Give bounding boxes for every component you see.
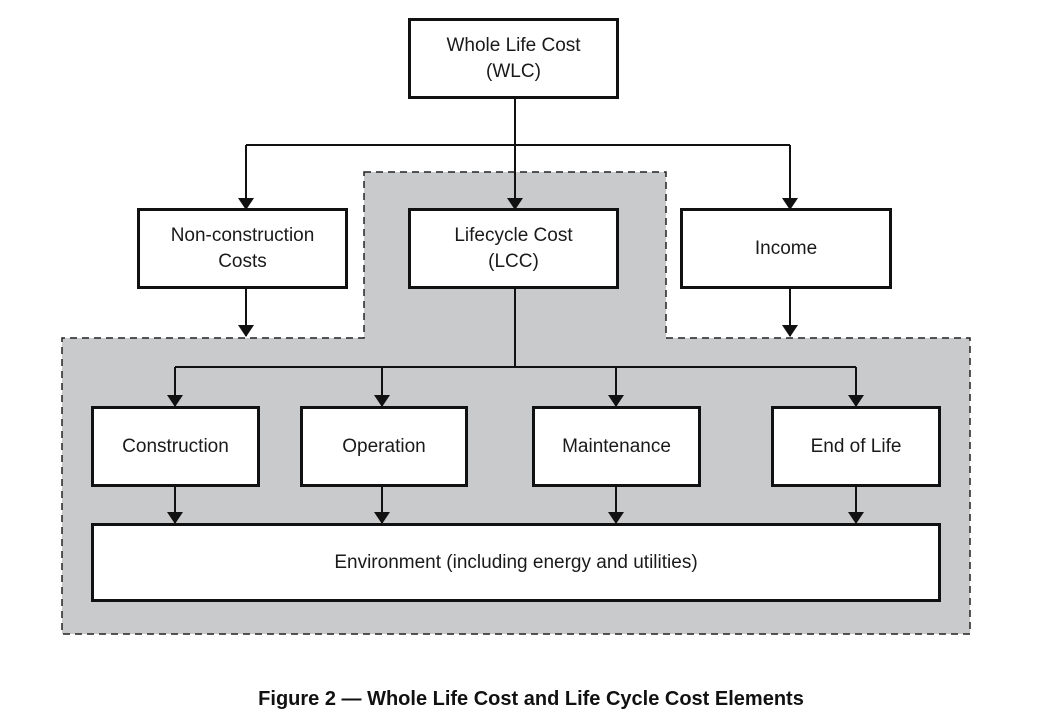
non-construction-costs-box: Non-construction Costs [137,208,348,289]
construction-box: Construction [91,406,260,487]
wlc-connectors [238,97,798,210]
lcc-box: Lifecycle Cost (LCC) [408,208,619,289]
operation-box: Operation [300,406,468,487]
lcc-connectors [167,288,864,407]
end-of-life-label: End of Life [810,435,902,457]
environment-label: Environment (including energy and utilit… [334,551,698,573]
environment-connectors [167,486,864,524]
figure-caption: Figure 2 — Whole Life Cost and Life Cycl… [258,688,804,710]
lcc-label: Lifecycle Cost (LCC) [454,224,573,272]
non-construction-costs-label: Non-construction Costs [170,224,315,272]
region-inflow-connectors [238,288,798,337]
wlc-label: Whole Life Cost (WLC) [446,34,581,82]
maintenance-label: Maintenance [562,435,671,457]
end-of-life-box: End of Life [771,406,941,487]
wlc-box: Whole Life Cost (WLC) [408,18,619,99]
construction-label: Construction [122,435,229,457]
lcc-shaded-region [61,171,971,635]
maintenance-box: Maintenance [532,406,701,487]
income-label: Income [754,237,818,259]
operation-label: Operation [342,435,426,457]
income-box: Income [680,208,892,289]
environment-box: Environment (including energy and utilit… [91,523,941,602]
